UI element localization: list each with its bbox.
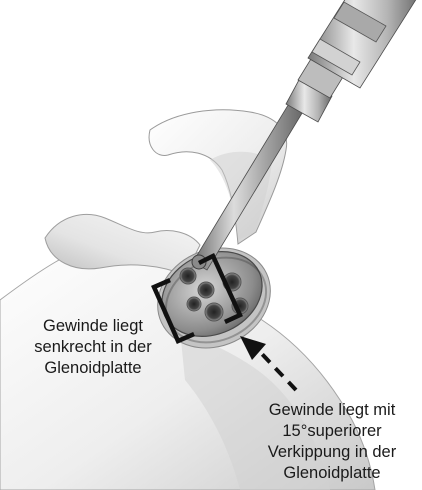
callout-left-line-3: Glenoidplatte	[8, 358, 178, 379]
screw-hole-4	[205, 303, 223, 321]
callout-superior-tilt-thread: Gewinde liegt mit 15°superiorer Verkippu…	[246, 400, 418, 484]
callout-right-line-1: Gewinde liegt mit	[246, 400, 418, 421]
callout-right-line-2: 15°superiorer	[246, 421, 418, 442]
callout-right-line-4: Glenoidplatte	[246, 463, 418, 484]
screw-hole-2	[198, 282, 214, 298]
callout-left-line-2: senkrecht in der	[8, 337, 178, 358]
screw-hole-6	[187, 297, 201, 311]
screw-hole-1	[180, 268, 196, 284]
callout-perpendicular-thread: Gewinde liegt senkrecht in der Glenoidpl…	[8, 316, 178, 379]
callout-left-line-1: Gewinde liegt	[8, 316, 178, 337]
callout-right-line-3: Verkippung in der	[246, 442, 418, 463]
